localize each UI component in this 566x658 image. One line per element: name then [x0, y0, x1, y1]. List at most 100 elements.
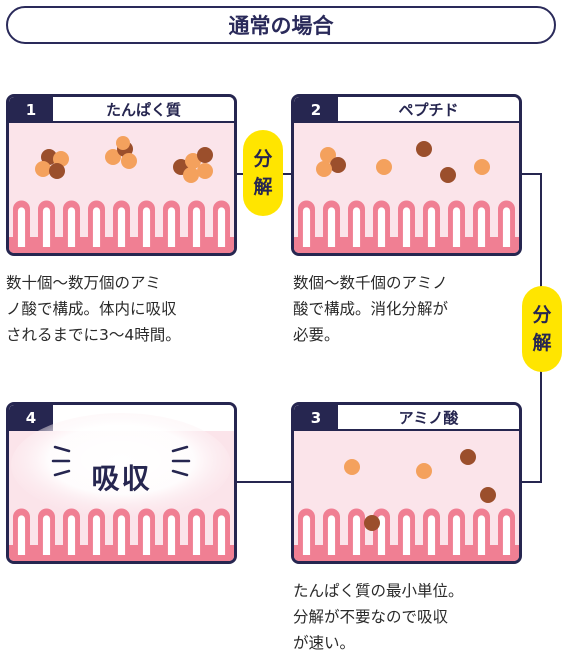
particle [364, 515, 380, 531]
particle [41, 149, 57, 165]
villus-core [167, 207, 176, 247]
step-panel-absorption: 4 吸収 [6, 402, 237, 564]
particle [416, 141, 432, 157]
villus-core [377, 515, 386, 555]
villus-core [42, 207, 51, 247]
villus-core [402, 515, 411, 555]
amino-acid-particles [344, 449, 496, 531]
villus-core [42, 515, 51, 555]
particle [320, 147, 336, 163]
particle [460, 449, 476, 465]
desc-line: ノ酸で構成。体内に吸収 [6, 300, 177, 318]
villus-core [302, 207, 311, 247]
desc-line: 数十個〜数万個のアミ [6, 274, 161, 292]
protein-particles [35, 136, 213, 183]
villus-core [92, 515, 101, 555]
step-number: 1 [9, 97, 53, 123]
villus-core [502, 515, 511, 555]
villus-core [67, 207, 76, 247]
particle [49, 163, 65, 179]
desc-line: たんぱく質の最小単位。 [293, 582, 464, 600]
particle [416, 463, 432, 479]
particle [197, 163, 213, 179]
villus-core [217, 515, 226, 555]
villus-core [92, 207, 101, 247]
villus-core [167, 515, 176, 555]
villus-core [352, 207, 361, 247]
villus-core [477, 207, 486, 247]
intestine-illustration [9, 413, 234, 561]
desc-line: されるまでに3〜4時間。 [6, 326, 181, 344]
villus-core [117, 207, 126, 247]
particle [121, 153, 137, 169]
particle [116, 136, 130, 150]
particle [474, 159, 490, 175]
particle [183, 167, 199, 183]
panel-header: 1 たんぱく質 [9, 97, 234, 123]
step-number: 2 [294, 97, 338, 123]
desc-line: 必要。 [293, 326, 340, 344]
villus-core [377, 207, 386, 247]
decompose-badge: 分 解 [522, 286, 562, 372]
step-label: アミノ酸 [398, 408, 459, 427]
step-label: ペプチド [398, 100, 459, 119]
particle [185, 153, 201, 169]
badge-char: 解 [253, 176, 273, 198]
particle [35, 161, 51, 177]
villus-core [142, 515, 151, 555]
particle [344, 459, 360, 475]
villus-core [502, 207, 511, 247]
villi-layer [9, 508, 234, 561]
villus-core [217, 207, 226, 247]
burst-lines-right [171, 445, 191, 477]
panel-header: 4 [9, 405, 234, 431]
villus-core [117, 515, 126, 555]
badge-char: 解 [532, 332, 552, 354]
villi-layer [294, 508, 519, 561]
step-panel-peptide: 2 ペプチド [291, 94, 522, 256]
peptide-particles [316, 141, 490, 183]
desc-line: 酸で構成。消化分解が [293, 300, 449, 318]
villus-core [142, 207, 151, 247]
step-description-peptide: 数個〜数千個のアミノ 酸で構成。消化分解が 必要。 [293, 270, 448, 348]
step-description-protein: 数十個〜数万個のアミ ノ酸で構成。体内に吸収 されるまでに3〜4時間。 [6, 270, 181, 348]
desc-line: が速い。 [293, 634, 356, 652]
villus-core [452, 207, 461, 247]
decompose-badge: 分 解 [243, 130, 283, 216]
particle [440, 167, 456, 183]
villus-core [452, 515, 461, 555]
villus-core [352, 515, 361, 555]
villus-core [477, 515, 486, 555]
particle [316, 161, 332, 177]
villus-core [17, 207, 26, 247]
step-panel-protein: 1 たんぱく質 [6, 94, 237, 256]
particle [105, 149, 121, 165]
particle [480, 487, 496, 503]
badge-char: 分 [532, 304, 552, 326]
step-number: 3 [294, 405, 338, 431]
particle [376, 159, 392, 175]
panel-header: 2 ペプチド [294, 97, 519, 123]
villi-layer [294, 200, 519, 253]
villus-core [67, 515, 76, 555]
step-panel-amino-acid: 3 アミノ酸 [291, 402, 522, 564]
particle [197, 147, 213, 163]
villus-core [327, 515, 336, 555]
villus-core [192, 207, 201, 247]
villus-core [327, 207, 336, 247]
villus-core [17, 515, 26, 555]
intestine-illustration [294, 449, 519, 561]
villus-core [192, 515, 201, 555]
panel-header: 3 アミノ酸 [294, 405, 519, 431]
villus-core [427, 515, 436, 555]
section-title: 通常の場合 [6, 6, 556, 44]
villus-core [427, 207, 436, 247]
step-number: 4 [9, 405, 53, 431]
glow-effect [11, 413, 231, 517]
absorption-label: 吸収 [91, 462, 152, 495]
villus-core [402, 207, 411, 247]
intestine-illustration [294, 141, 519, 253]
desc-line: 分解が不要なので吸収 [293, 608, 449, 626]
burst-lines-left [51, 445, 71, 477]
villi-layer [9, 200, 234, 253]
